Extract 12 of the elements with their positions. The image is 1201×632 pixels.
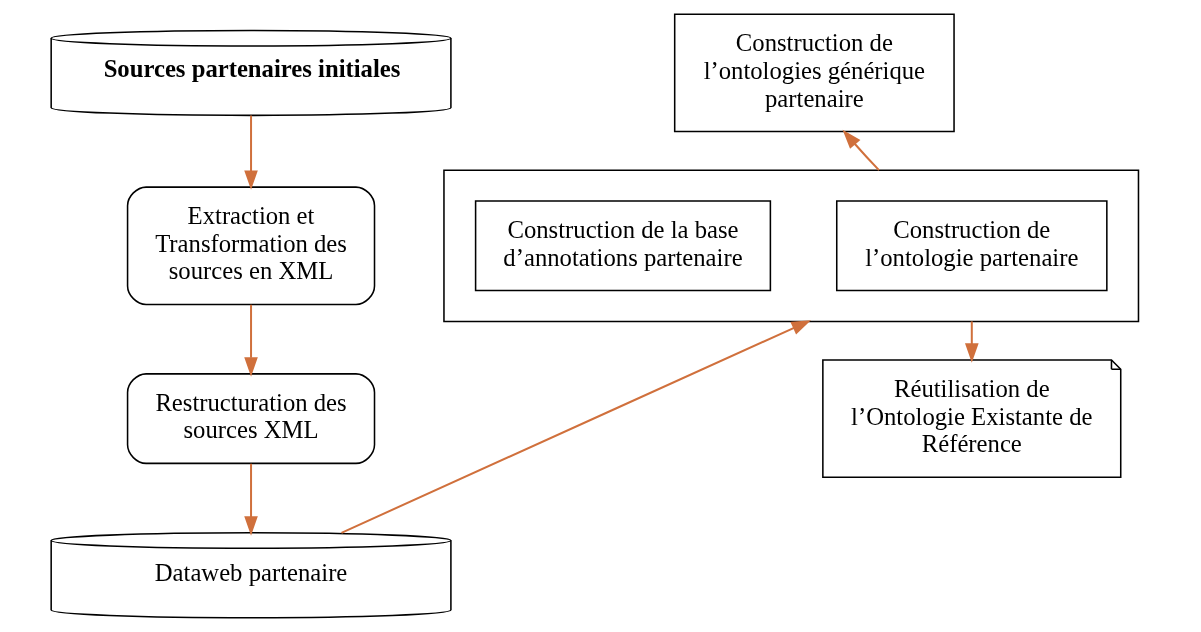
arrow [243, 304, 258, 377]
arrow [340, 320, 811, 534]
node-box: Restructuration des sources XML [126, 373, 375, 465]
arrow [964, 321, 979, 363]
node-box: Construction de la base d’annotations partenaire [474, 200, 771, 292]
node-box: Extraction et Transformation des sources en XML [126, 186, 375, 306]
arrow [243, 463, 258, 536]
cluster [442, 169, 1139, 323]
node-box: Construction de l’ontologie partenaire [835, 200, 1108, 292]
node-box: Construction de l’ontologies générique partenaire [673, 13, 955, 133]
arrow [243, 115, 258, 190]
arrow [842, 129, 880, 171]
